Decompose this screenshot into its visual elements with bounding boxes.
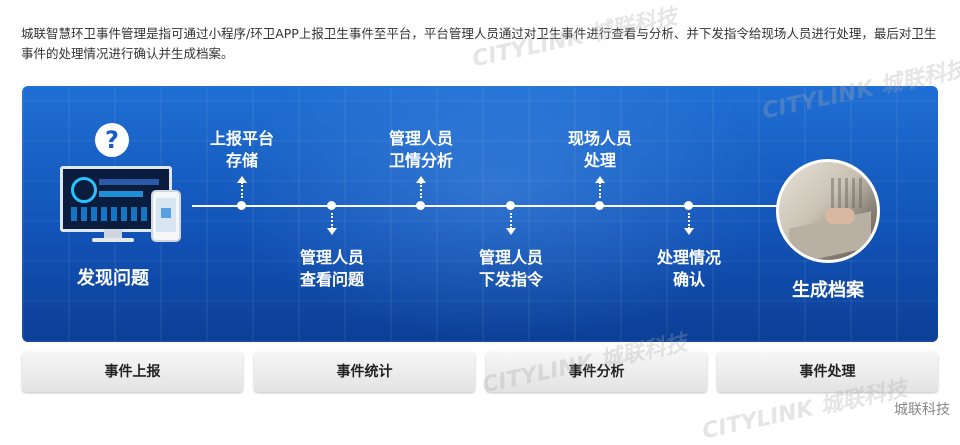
- arrow-down-icon: [327, 213, 337, 235]
- step-issue-command: 管理人员 下发指令: [478, 248, 543, 289]
- start-label: 发现问题: [77, 268, 149, 289]
- step-view-problem: 管理人员 查看问题: [299, 248, 364, 289]
- timeline-dot: [327, 201, 336, 210]
- process-banner: ? 发现问题 上报平台 存储 管理人员 查看问题 管理人员 卫情分析 管理人员 …: [22, 86, 938, 342]
- timeline-dot: [506, 201, 515, 210]
- tab-event-report[interactable]: 事件上报: [22, 352, 243, 392]
- tab-event-statistics[interactable]: 事件统计: [254, 352, 475, 392]
- timeline-dot: [416, 201, 425, 210]
- step-report-storage: 上报平台 存储: [209, 129, 274, 170]
- step-analysis: 管理人员 卫情分析: [388, 129, 453, 170]
- arrow-up-icon: [595, 176, 605, 198]
- arrow-down-icon: [684, 213, 694, 235]
- end-label: 生成档案: [792, 280, 864, 301]
- phone-icon: [151, 190, 181, 242]
- step-onsite-handle: 现场人员 处理: [567, 129, 632, 170]
- timeline-dot: [595, 201, 604, 210]
- arrow-up-icon: [237, 176, 247, 198]
- brand-text: 城联科技: [894, 402, 950, 418]
- monitor-stand: [104, 229, 122, 239]
- tab-event-analysis[interactable]: 事件分析: [486, 352, 707, 392]
- archive-photo: [776, 159, 880, 263]
- question-icon: ?: [95, 123, 129, 157]
- arrow-up-icon: [416, 176, 426, 198]
- timeline-line: [192, 205, 804, 207]
- monitor-base: [92, 238, 134, 242]
- arrow-down-icon: [506, 213, 516, 235]
- banner-glow: [222, 86, 782, 342]
- timeline-dot: [237, 201, 246, 210]
- feature-tabs: 事件上报 事件统计 事件分析 事件处理: [22, 352, 938, 392]
- step-confirm: 处理情况 确认: [656, 248, 721, 289]
- timeline-dot: [684, 201, 693, 210]
- tab-event-handling[interactable]: 事件处理: [717, 352, 938, 392]
- intro-text: 城联智慧环卫事件管理是指可通过小程序/环卫APP上报卫生事件至平台，平台管理人员…: [21, 26, 937, 61]
